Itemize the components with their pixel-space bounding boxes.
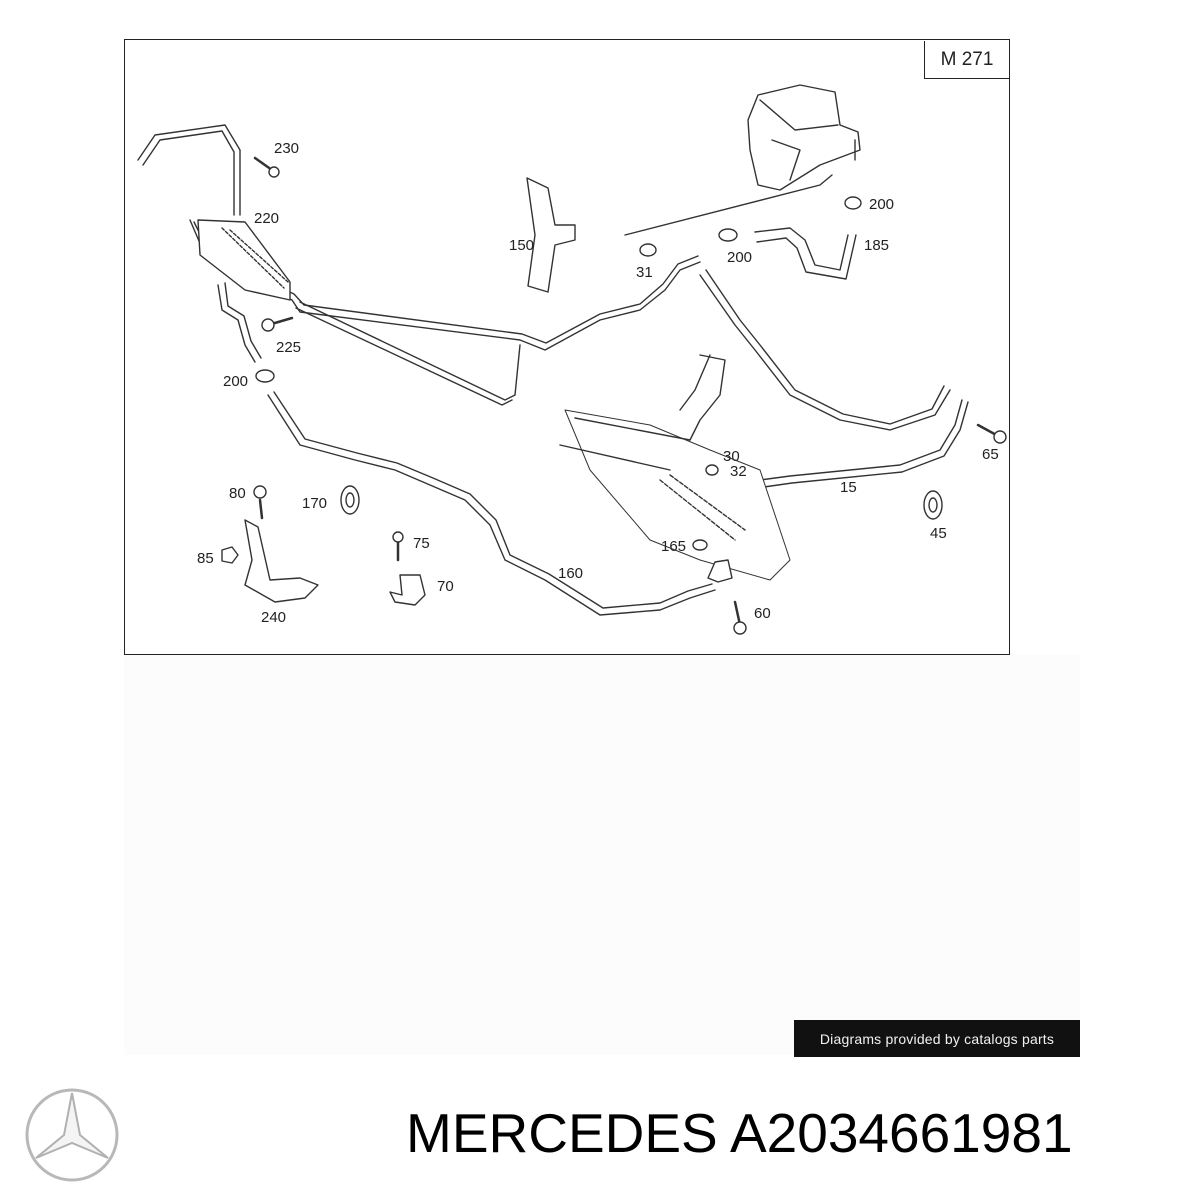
credit-banner: Diagrams provided by catalogs parts	[794, 1020, 1080, 1057]
callout-200-left: 200	[223, 373, 248, 390]
clamp-200-pump	[844, 196, 862, 210]
brand-part-title: MERCEDES A2034661981	[406, 1102, 1073, 1164]
bracket-240	[244, 519, 319, 603]
callout-45: 45	[930, 525, 947, 542]
clamp-200-left	[255, 369, 275, 383]
suction-hose-185	[754, 227, 849, 271]
callout-200-pump: 200	[869, 196, 894, 213]
callout-60: 60	[754, 605, 771, 622]
bracket-150	[526, 177, 576, 293]
clamp-200-suction	[718, 228, 738, 242]
model-badge: M 271	[924, 41, 1009, 79]
seal-165	[692, 539, 708, 551]
nut-85	[221, 546, 239, 564]
callout-170: 170	[302, 495, 327, 512]
long-pipe	[299, 301, 521, 401]
return-line-upper-inner	[142, 130, 235, 216]
callout-150: 150	[509, 237, 534, 254]
clamp-70	[389, 574, 426, 606]
callout-85: 85	[197, 550, 214, 567]
callout-75: 75	[413, 535, 430, 552]
callout-240: 240	[261, 609, 286, 626]
callout-80: 80	[229, 485, 246, 502]
callout-220: 220	[254, 210, 279, 227]
oil-cooler	[197, 219, 291, 301]
bolt-60	[733, 600, 742, 627]
pressure-hose-upper	[699, 274, 951, 431]
bush-170	[340, 485, 360, 515]
pressure-line-lower	[267, 394, 716, 616]
return-line-upper	[137, 124, 241, 216]
power-steering-pump	[747, 84, 861, 191]
callout-31: 31	[636, 264, 653, 281]
callout-32: 32	[730, 463, 747, 480]
seal-30	[705, 464, 719, 476]
callout-225: 225	[276, 339, 301, 356]
callout-15: 15	[840, 479, 857, 496]
callout-200-suction: 200	[727, 249, 752, 266]
background-panel	[124, 655, 1080, 1055]
callout-230: 230	[274, 140, 299, 157]
callout-165: 165	[661, 538, 686, 555]
callout-160: 160	[558, 565, 583, 582]
callout-30: 30	[723, 448, 740, 465]
callout-65: 65	[982, 446, 999, 463]
hose-225	[217, 284, 256, 363]
bolt-230	[253, 156, 274, 172]
callout-185: 185	[864, 237, 889, 254]
mercedes-star-icon	[25, 1088, 119, 1182]
bracket-60	[707, 559, 733, 583]
bush-45	[923, 490, 943, 520]
seal-31	[639, 243, 657, 257]
long-pipe-inner	[295, 307, 513, 406]
parts-diagram-frame	[124, 39, 1010, 655]
bolt-80	[258, 498, 264, 520]
callout-70: 70	[437, 578, 454, 595]
